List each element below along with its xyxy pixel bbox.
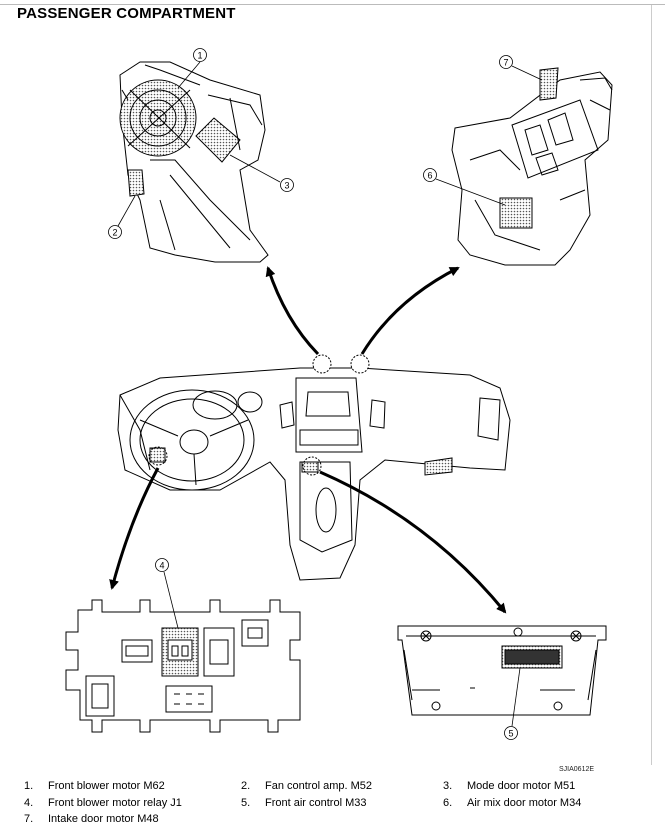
callout-4-label: 4 [159, 561, 164, 571]
arrow-to-blower [265, 266, 320, 356]
legend-number: 6. [443, 797, 453, 809]
arrow-to-relay-box [109, 467, 160, 590]
callout-5 [504, 667, 521, 740]
legend-text: Fan control amp. M52 [265, 780, 372, 792]
callout-7-label: 7 [503, 58, 508, 68]
callout-6 [423, 168, 506, 206]
highlight-circle-left [312, 354, 332, 374]
top-rule [0, 4, 665, 5]
arrows [109, 266, 507, 614]
figure-code: SJIA0612E [559, 766, 595, 773]
legend-number: 5. [241, 797, 251, 809]
callout-6-label: 6 [427, 171, 432, 181]
callout-2-label: 2 [112, 228, 117, 238]
dashboard-drawing [117, 367, 511, 581]
relay-box-drawing [65, 599, 301, 733]
callout-2 [108, 195, 136, 239]
callout-5-label: 5 [508, 729, 513, 739]
legend-text: Front blower motor relay J1 [48, 797, 182, 809]
page-title: PASSENGER COMPARTMENT [17, 5, 236, 22]
legend-text: Mode door motor M51 [467, 780, 576, 792]
highlight-circle-relay [148, 446, 168, 466]
callout-1 [177, 48, 207, 89]
heater-unit-drawing [451, 67, 613, 266]
callout-3 [229, 154, 294, 192]
callout-1-label: 1 [197, 51, 202, 61]
legend-number: 4. [24, 797, 34, 809]
air-control-drawing [397, 625, 607, 716]
right-rule [651, 5, 652, 765]
callout-4 [155, 558, 179, 629]
legend-text: Intake door motor M48 [48, 813, 159, 825]
legend-text: Front air control M33 [265, 797, 367, 809]
component-location-diagram: 1 2 3 6 7 [65, 48, 613, 740]
legend-text: Front blower motor M62 [48, 780, 165, 792]
arrow-to-air-control [319, 470, 507, 614]
arrow-to-heater [360, 266, 460, 355]
callout-7 [499, 55, 543, 81]
highlight-circle-right [350, 354, 370, 374]
legend-number: 2. [241, 780, 251, 792]
legend-number: 1. [24, 780, 34, 792]
callout-3-label: 3 [284, 181, 289, 191]
highlight-circle-control [302, 456, 322, 476]
legend-number: 3. [443, 780, 453, 792]
legend-number: 7. [24, 813, 34, 825]
legend-text: Air mix door motor M34 [467, 797, 582, 809]
blower-unit-drawing [119, 61, 269, 263]
